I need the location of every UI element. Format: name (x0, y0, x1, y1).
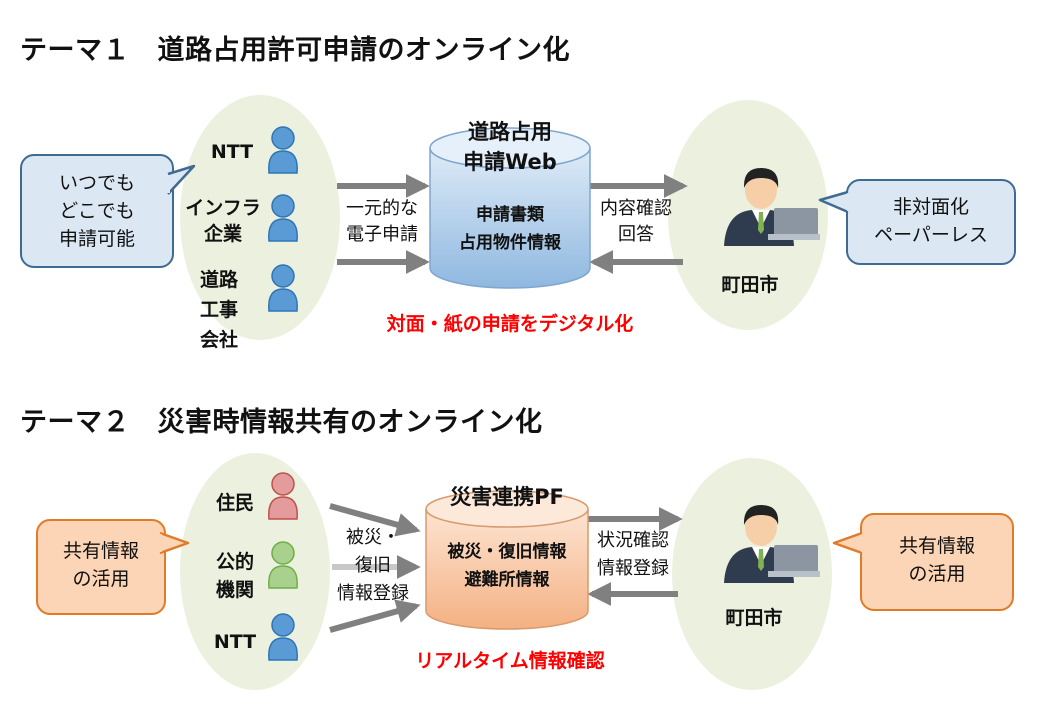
label-line: 情報登録 (337, 583, 409, 604)
theme2-db-title: 災害連携PF (450, 485, 564, 509)
db-text-line: 占用物件情報 (459, 233, 561, 253)
org-label-line: 工事 (199, 299, 238, 321)
org-label-line: 企業 (203, 223, 242, 245)
bubble-line: の活用 (72, 568, 130, 590)
org-label: インフラ 企業 (178, 195, 268, 247)
theme1-db-text: 申請書類 占用物件情報 (430, 201, 590, 257)
theme2-left-arrow-label: 被災・ 復旧 情報登録 (327, 524, 419, 608)
theme1-db-title: 道路占用 申請Web (430, 117, 590, 177)
theme1-left-ellipse (180, 95, 340, 340)
org-label-line: 会社 (199, 329, 238, 351)
bubble-tail (832, 531, 866, 555)
office-worker-icon (724, 168, 820, 246)
person-icon (268, 472, 298, 520)
db-text-line: 避難所情報 (464, 570, 550, 590)
theme1-right-arrow-label: 内容確認 回答 (588, 196, 684, 248)
org-label-line: 機関 (215, 579, 254, 601)
person-icon (268, 194, 298, 242)
org-label-line: インフラ (185, 197, 261, 219)
label-line: 一元的な (346, 198, 418, 219)
person-icon (268, 126, 298, 174)
org-label: NTT (213, 631, 257, 653)
theme1-red-caption: 対面・紙の申請をデジタル化 (386, 313, 634, 335)
arrow-icon (329, 503, 421, 537)
label-line: 情報登録 (597, 558, 669, 579)
bubble-line: ペーパーレス (874, 224, 988, 246)
theme2-red-caption: リアルタイム情報確認 (415, 650, 605, 672)
person-icon (268, 541, 298, 589)
database-cylinder-icon (425, 490, 589, 630)
theme2-left-ellipse (180, 453, 330, 690)
theme2-heading: テーマ２ 災害時情報共有のオンライン化 (20, 407, 543, 438)
label-line: 状況確認 (597, 530, 669, 551)
bubble-line: 非対面化 (892, 196, 969, 218)
bubble-line: の活用 (908, 563, 966, 585)
label-line: 内容確認 (600, 198, 672, 219)
theme1-left-arrow-label: 一元的な 電子申請 (336, 196, 428, 248)
person-icon (268, 264, 298, 312)
db-title-line: 申請Web (463, 150, 557, 174)
label-line: 被災・ (346, 527, 400, 548)
person-icon (268, 613, 298, 661)
theme1-city: 町田市 (721, 274, 779, 296)
db-text-line: 被災・復旧情報 (447, 542, 567, 562)
bubble-line: 申請可能 (58, 228, 135, 250)
org-label: 道路 工事 会社 (194, 265, 244, 355)
db-text-line: 申請書類 (476, 205, 544, 225)
org-label: NTT (210, 141, 254, 163)
arrow-icon (329, 599, 421, 633)
office-worker-icon (724, 505, 820, 583)
label-line: 復旧 (355, 555, 391, 576)
bubble-tail (158, 531, 190, 555)
theme2-right-arrow-label: 状況確認 情報登録 (585, 527, 681, 583)
bubble-line: 共有情報 (898, 535, 975, 557)
theme2-right-bubble: 共有情報 の活用 (860, 513, 1014, 611)
org-label-line: 道路 (199, 269, 238, 291)
bubble-line: いつでも (58, 172, 135, 194)
label-line: 回答 (618, 224, 654, 245)
db-title-line: 道路占用 (468, 120, 552, 144)
bubble-tail (818, 190, 852, 214)
org-label: 公的 機関 (205, 548, 265, 604)
theme1-heading: テーマ１ 道路占用許可申請のオンライン化 (20, 35, 570, 66)
bubble-line: 共有情報 (62, 540, 139, 562)
theme2-db-text: 被災・復旧情報 避難所情報 (426, 538, 588, 594)
theme1-right-bubble: 非対面化 ペーパーレス (846, 179, 1016, 265)
org-label-line: 公的 (215, 551, 254, 573)
bubble-tail (166, 164, 196, 195)
bubble-line: どこでも (59, 200, 135, 222)
database-cylinder-icon (429, 127, 591, 289)
theme2-city: 町田市 (725, 607, 783, 629)
org-label: 住民 (215, 492, 254, 514)
theme1-left-bubble: いつでも どこでも 申請可能 (20, 154, 174, 268)
theme2-left-bubble: 共有情報 の活用 (36, 519, 166, 615)
label-line: 電子申請 (346, 224, 418, 245)
